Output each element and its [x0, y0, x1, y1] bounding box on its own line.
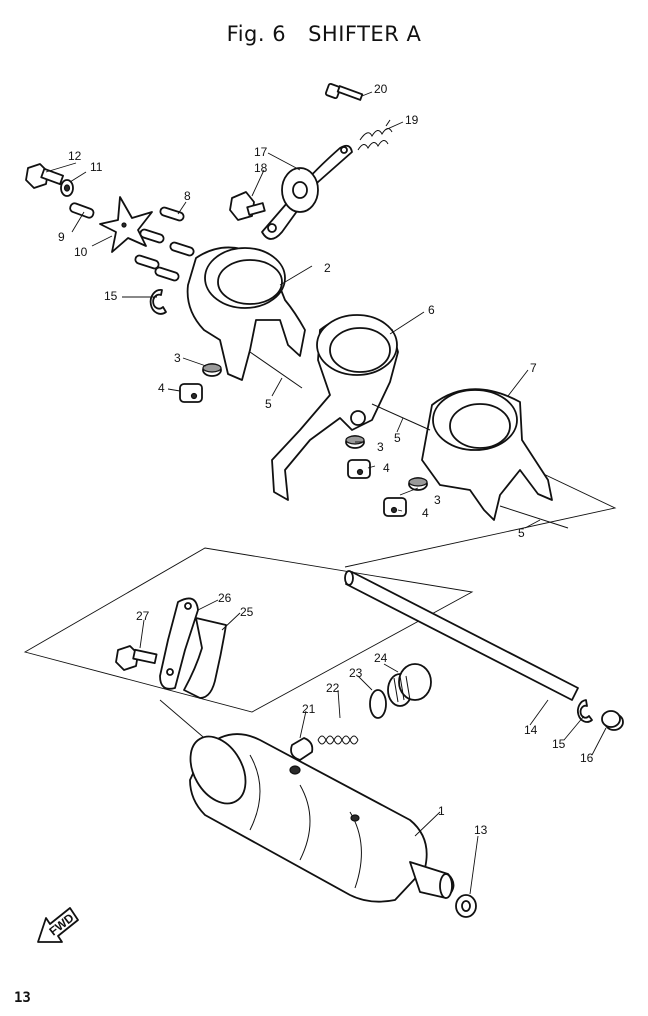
cap-16 [601, 710, 624, 731]
plate-26-hole [184, 602, 192, 610]
guide-pin-5-b [371, 403, 431, 431]
figure-number: Fig. 6 [226, 22, 287, 46]
callout-17: 17 [254, 145, 268, 159]
callout-18: 18 [254, 161, 268, 175]
callout-5-a: 5 [265, 397, 272, 411]
spring-22 [317, 735, 359, 745]
callout-7: 7 [530, 361, 537, 375]
bolt-27 [115, 645, 158, 671]
roller-3-c [408, 477, 428, 491]
callout-15-b: 15 [552, 737, 566, 751]
pin-9 [69, 202, 95, 219]
callout-4-b: 4 [383, 461, 390, 475]
callout-4-a: 4 [158, 381, 165, 395]
cam-follower-4-a [179, 383, 203, 403]
stopper-plate-25 [183, 617, 227, 699]
washer-13 [455, 894, 477, 918]
spring-19 [345, 119, 393, 157]
callout-1: 1 [438, 804, 445, 818]
stopper-lever-17 [261, 144, 353, 240]
callout-2: 2 [324, 261, 331, 275]
circlip-15-upper [149, 289, 167, 315]
figure-name: SHIFTER A [308, 22, 422, 46]
o-ring-23 [369, 689, 387, 719]
cam-follower-4-b [347, 459, 371, 479]
callout-labels: 1 2 3 3 3 4 4 4 5 5 5 6 7 8 9 10 11 12 1… [58, 82, 594, 837]
plate-26-hole-lower [166, 668, 174, 676]
bolt-12 [25, 163, 65, 189]
callout-26: 26 [218, 591, 232, 605]
guide-pin-5-c [499, 505, 569, 529]
fwd-arrow: FWD [37, 907, 79, 943]
callout-11: 11 [90, 160, 103, 174]
callout-21: 21 [302, 702, 316, 716]
segment-plate-26 [159, 597, 199, 690]
callout-12: 12 [68, 149, 82, 163]
callout-15-a: 15 [104, 289, 118, 303]
callout-24: 24 [374, 651, 388, 665]
callout-9: 9 [58, 230, 65, 244]
pins-8 [134, 206, 195, 282]
callout-19: 19 [405, 113, 419, 127]
shift-fork-2 [186, 246, 306, 381]
plate-hole [121, 222, 127, 228]
callout-4-c: 4 [422, 506, 429, 520]
callout-5-b: 5 [394, 431, 401, 445]
callout-25: 25 [240, 605, 254, 619]
callout-14: 14 [524, 723, 538, 737]
roller-3-a [202, 363, 222, 377]
bolt-20 [324, 82, 364, 101]
circlip-15-lower [576, 699, 593, 723]
callout-10: 10 [74, 245, 88, 259]
callout-3-c: 3 [434, 493, 441, 507]
callout-23: 23 [349, 666, 363, 680]
shift-fork-7 [421, 388, 553, 521]
shaft-cam-assembly-guide-box [23, 547, 474, 713]
callout-3-b: 3 [377, 440, 384, 454]
callout-6: 6 [428, 303, 435, 317]
washer-11 [60, 179, 74, 197]
page-number: 13 [14, 990, 31, 1006]
callout-16: 16 [580, 751, 594, 765]
guide-pin-5-a [249, 351, 303, 389]
callout-20: 20 [374, 82, 388, 96]
guide-shaft-14 [344, 570, 579, 701]
callout-5-c: 5 [518, 526, 525, 540]
cam-follower-4-c [383, 497, 407, 517]
leader-lines [45, 91, 607, 895]
bolt-18 [229, 191, 266, 221]
callout-3-a: 3 [174, 351, 181, 365]
shift-fork-6 [271, 314, 399, 501]
plug-bolt-24 [387, 663, 432, 707]
shift-cam-1 [189, 733, 455, 903]
callout-13: 13 [474, 823, 488, 837]
figure-title: Fig. 6 SHIFTER A [0, 22, 648, 46]
detent-plunger-21 [290, 737, 314, 761]
callout-8: 8 [184, 189, 191, 203]
callout-27: 27 [136, 609, 150, 623]
callout-22: 22 [326, 681, 340, 695]
